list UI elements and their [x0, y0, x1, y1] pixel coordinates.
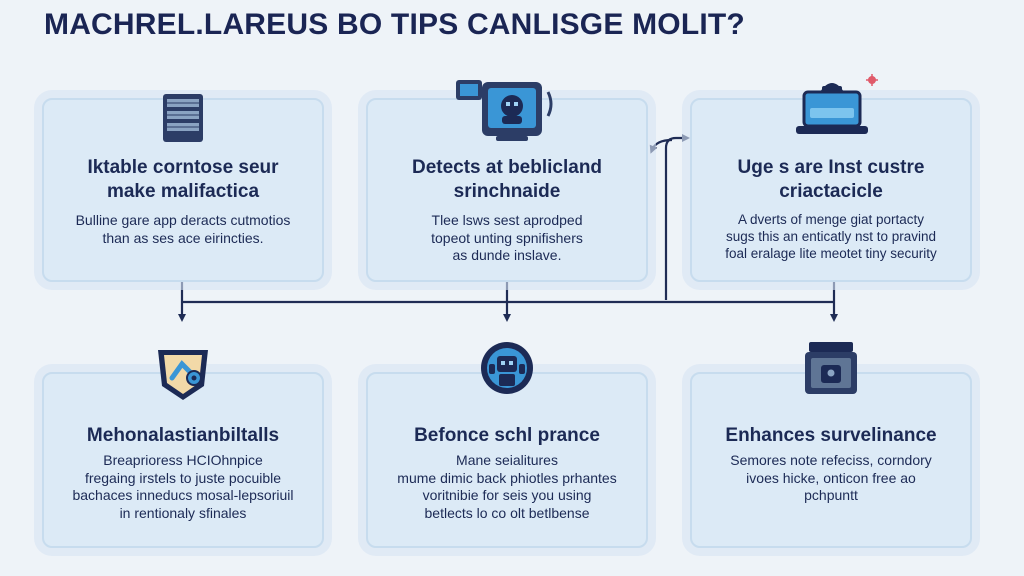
card-3-desc-line: A dverts of menge giat portacty	[737, 212, 925, 227]
card-6-description: Semores note refeciss, corndory ivoes hi…	[706, 452, 956, 505]
card-5-title: Befonce schl prance	[378, 424, 636, 448]
card-3-desc-line: foal eralage lite meotet tiny security	[725, 245, 937, 261]
loop-arrow-left	[649, 138, 673, 154]
card-5-desc-line: Mane seialitures	[456, 452, 558, 468]
page-title: MACHREL.LAREUS BO TIPS CANLISGE MOLIT?	[44, 8, 745, 41]
shield-gear-icon	[158, 350, 208, 400]
card-6-desc-line: ivoes hicke, onticon free ao	[746, 469, 916, 486]
card-1-title-line: make malifactica	[106, 180, 260, 202]
card-4-desc-line: fregaing irstels to juste pocuible	[84, 469, 282, 486]
card-4-desc-line: in rentionaly sfinales	[119, 504, 247, 521]
card-6-desc-line: Semores note refeciss, corndory	[730, 452, 932, 468]
card-4-desc-line: Breaprioress HCIOhnpice	[103, 452, 263, 468]
card-5-title-line: Befonce schl prance	[414, 425, 600, 446]
card-4-description: Breaprioress HCIOhnpice fregaing irstels…	[58, 452, 308, 522]
card-1: Iktable corntose seur make malifactica B…	[42, 94, 324, 282]
card-5-desc-line: voritnibie for seis you using	[422, 487, 592, 503]
card-1-title-line: Iktable corntose seur	[87, 157, 279, 178]
card-2-title-line: Detects at beblicland	[411, 157, 603, 178]
card-2-desc-line: Tlee lsws sest aprodped	[431, 212, 583, 228]
card-4-title: Mehonalastianbiltalls	[54, 424, 312, 448]
card-3-description: A dverts of menge giat portacty sugs thi…	[706, 212, 956, 263]
card-6-title-line: Enhances survelinance	[725, 425, 937, 446]
card-2-desc-line: topeot unting spnifishers	[431, 229, 583, 246]
card-6: Enhances survelinance Semores note refec…	[690, 342, 972, 548]
card-4-desc-line: bachaces inneducs mosal-lepsoriuil	[72, 487, 294, 503]
card-2-description: Tlee lsws sest aprodped topeot unting sp…	[382, 212, 632, 265]
card-5-description: Mane seialitures mume dimic back phiotle…	[382, 452, 632, 522]
card-6-title: Enhances survelinance	[702, 424, 960, 448]
card-3: Uge s are Inst custre criactacicle A dve…	[690, 74, 972, 282]
card-2-title: Detects at beblicland srinchnaide	[378, 156, 636, 204]
card-3-title-line: criactacicle	[779, 180, 883, 202]
card-4-title-line: Mehonalastianbiltalls	[86, 425, 280, 446]
robot-badge-icon	[481, 342, 533, 394]
card-2-desc-line: as dunde inslave.	[452, 247, 562, 263]
lock-screen-icon	[805, 342, 857, 394]
card-6-desc-line: pchpuntt	[804, 487, 858, 503]
card-5: Befonce schl prance Mane seialitures mum…	[366, 342, 648, 548]
server-stack-icon	[163, 94, 203, 142]
monitor-robot-icon	[456, 80, 553, 141]
card-1-desc-line: than as ses ace eirincties.	[102, 229, 264, 246]
card-3-desc-line: sugs this an enticatly nst to pravind	[725, 228, 937, 244]
card-5-desc-line: mume dimic back phiotles prhantes	[397, 469, 617, 486]
card-1-description: Bulline gare app deracts cutmotios than …	[58, 212, 308, 247]
card-2: Detects at beblicland srinchnaide Tlee l…	[366, 80, 648, 282]
hacker-laptop-icon	[796, 74, 878, 134]
card-3-title-line: Uge s are Inst custre	[737, 157, 925, 178]
card-3-title: Uge s are Inst custre criactacicle	[702, 156, 960, 204]
card-1-desc-line: Bulline gare app deracts cutmotios	[75, 212, 291, 228]
card-1-title: Iktable corntose seur make malifactica	[54, 156, 312, 204]
loop-arrow-up	[664, 134, 690, 300]
card-2-title-line: srinchnaide	[453, 180, 561, 202]
card-5-desc-line: betlects lo co olt betlbense	[424, 504, 590, 521]
card-4: Mehonalastianbiltalls Breaprioress HCIOh…	[42, 350, 324, 548]
